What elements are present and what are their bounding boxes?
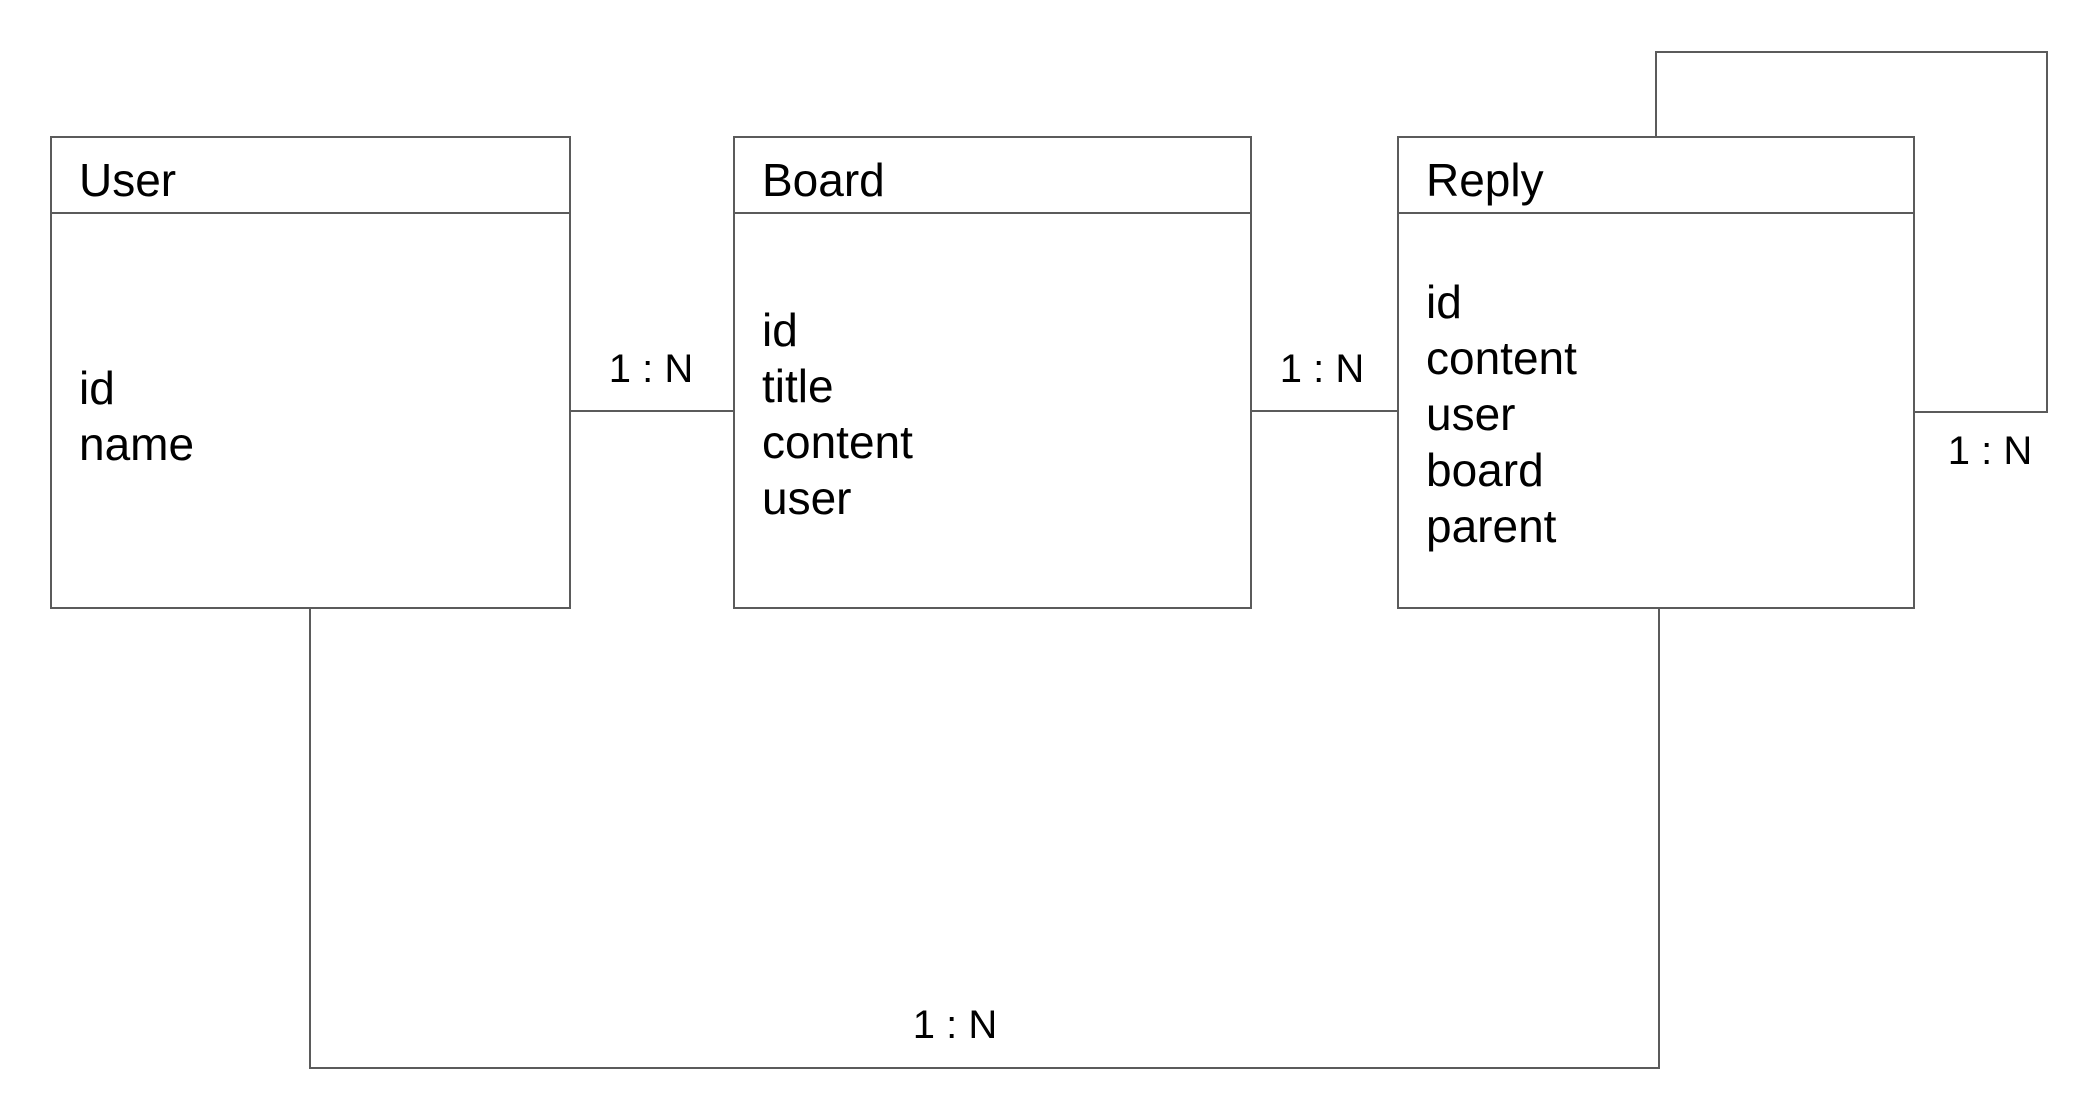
entity-fields-user: id name — [52, 360, 569, 472]
entity-title-reply: Reply — [1399, 138, 1913, 214]
relationship-label-user-reply: 1 : N — [912, 1003, 998, 1047]
relationship-label-reply-self: 1 : N — [1947, 429, 2033, 473]
entity-box-reply: Reply id content user board parent — [1397, 136, 1915, 609]
field-reply-board: board — [1426, 444, 1544, 496]
field-user-id: id — [79, 362, 115, 414]
field-board-title: title — [762, 360, 834, 412]
entity-title-user: User — [52, 138, 569, 214]
connector-reply-self-loop-up-segment — [1655, 51, 1657, 138]
connector-user-board-line — [571, 410, 735, 412]
connector-user-reply-left-segment — [309, 607, 311, 1069]
connector-board-reply-line — [1250, 410, 1399, 412]
field-reply-parent: parent — [1426, 500, 1557, 552]
connector-user-reply-bottom-segment — [309, 1067, 1660, 1069]
entity-box-user: User id name — [50, 136, 571, 609]
entity-title-board: Board — [735, 138, 1250, 214]
entity-fields-reply: id content user board parent — [1399, 274, 1913, 554]
entity-fields-board: id title content user — [735, 302, 1250, 526]
relationship-label-board-reply: 1 : N — [1279, 347, 1365, 391]
field-user-name: name — [79, 418, 195, 470]
connector-reply-self-loop-bottom-segment — [1913, 411, 2048, 413]
entity-box-board: Board id title content user — [733, 136, 1252, 609]
field-board-content: content — [762, 416, 913, 468]
field-board-id: id — [762, 304, 798, 356]
connector-user-reply-right-segment — [1658, 607, 1660, 1069]
connector-reply-self-loop-right-segment — [2046, 51, 2048, 413]
connector-reply-self-loop-top-segment — [1655, 51, 2048, 53]
field-reply-id: id — [1426, 276, 1462, 328]
field-reply-content: content — [1426, 332, 1577, 384]
field-reply-user: user — [1426, 388, 1516, 440]
relationship-label-user-board: 1 : N — [608, 347, 694, 391]
field-board-user: user — [762, 472, 852, 524]
